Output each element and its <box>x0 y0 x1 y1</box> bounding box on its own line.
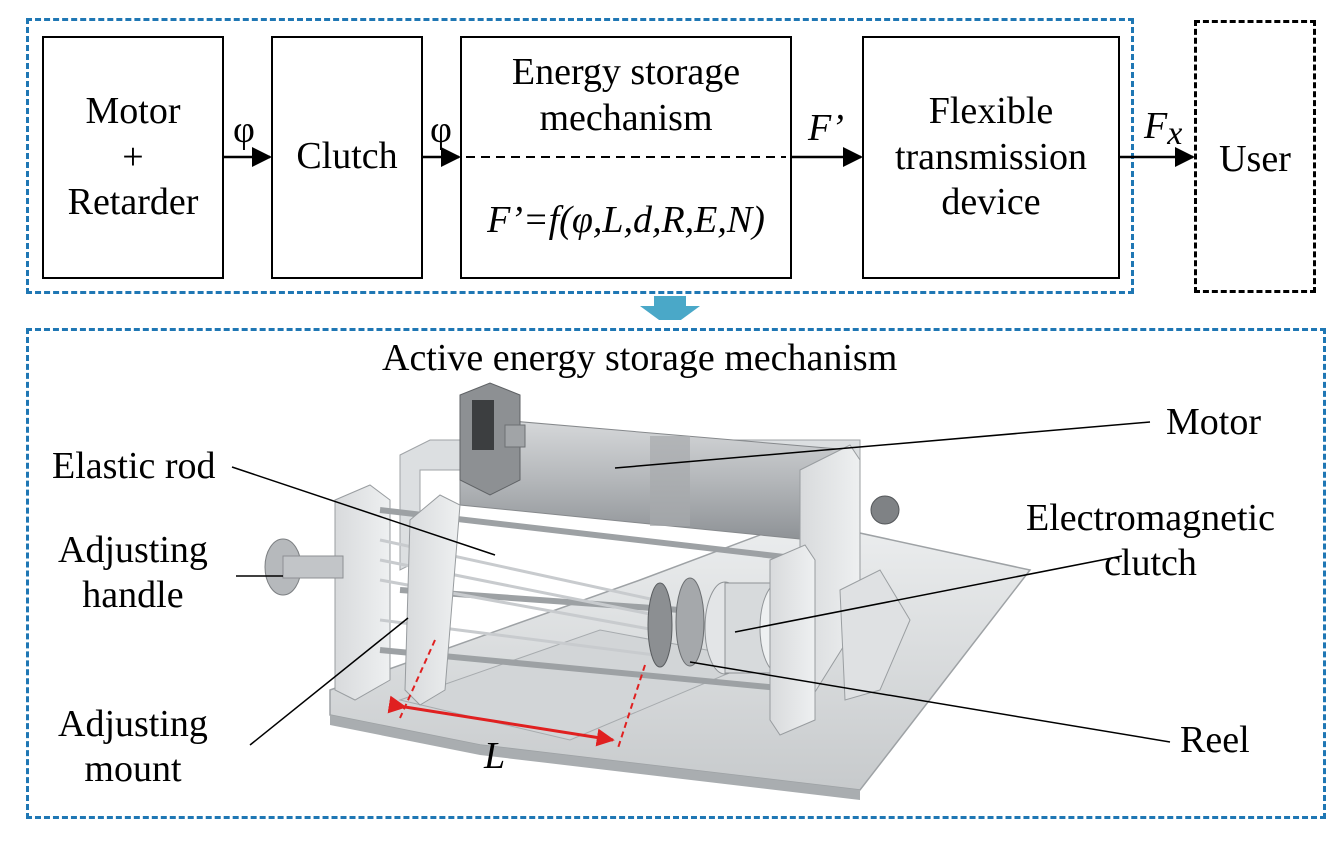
right-pulley <box>870 495 900 525</box>
motor-band <box>650 436 690 526</box>
reel-disc-2 <box>675 577 705 667</box>
fx-label: Fx <box>1144 104 1183 152</box>
detail-frame <box>26 328 1326 819</box>
flexible-line-3: device <box>941 181 1041 224</box>
motor-retarder-line-1: Motor <box>85 90 181 133</box>
adjusting-mount-plate <box>404 494 461 706</box>
adjusting-handle-line-2: handle <box>82 573 184 616</box>
f-prime-label: F’ <box>808 107 844 149</box>
handle-shaft <box>282 555 344 579</box>
label-adjusting-handle: Adjusting handle <box>58 528 208 618</box>
energy-storage-line-1: Energy storage <box>511 51 741 93</box>
electromagnetic-clutch-line-2: clutch <box>1104 541 1197 584</box>
middle-support <box>769 544 816 736</box>
dimension-right-ext <box>617 664 646 749</box>
reel-disc-1 <box>647 582 673 668</box>
energy-formula: F’=f(φ,L,d,R,E,N) <box>487 199 765 241</box>
energy-storage-line-2: mechanism <box>539 96 713 139</box>
phi-label-1: φ <box>233 109 255 151</box>
right-bracket <box>839 569 911 701</box>
clutch-box: Clutch <box>271 36 423 279</box>
label-length-l: L <box>484 735 506 777</box>
leader-lines <box>231 421 1171 746</box>
left-end-plate <box>334 484 391 701</box>
fx-main: F <box>1144 105 1168 147</box>
dimension-arrow <box>387 695 615 747</box>
adjusting-mount-line-2: mount <box>84 747 182 790</box>
flexible-transmission-box: Flexible transmission device <box>862 36 1120 279</box>
label-reel: Reel <box>1180 719 1250 761</box>
motor-retarder-line-3: Retarder <box>67 181 199 224</box>
adjusting-handle-line-1: Adjusting <box>58 529 208 571</box>
flexible-line-2: transmission <box>894 135 1088 178</box>
motor-bolt <box>504 424 526 448</box>
user-label: User <box>1219 138 1291 180</box>
motor-end-hole <box>472 400 494 450</box>
phi-label-2: φ <box>430 109 452 151</box>
flexible-line-1: Flexible <box>928 90 1054 133</box>
detail-title: Active energy storage mechanism <box>382 337 898 379</box>
label-motor: Motor <box>1166 401 1261 443</box>
clutch-label: Clutch <box>296 135 398 177</box>
label-elastic-rod: Elastic rod <box>52 445 216 487</box>
adjusting-mount-line-1: Adjusting <box>58 703 208 745</box>
motor-retarder-line-2: + <box>122 135 144 178</box>
label-adjusting-mount: Adjusting mount <box>58 702 208 792</box>
electromagnetic-clutch-line-1: Electromagnetic <box>1026 497 1275 539</box>
fx-subscript: x <box>1167 115 1183 152</box>
user-box: User <box>1194 20 1316 293</box>
motor-retarder-box: Motor + Retarder <box>42 36 224 279</box>
base-plate-edge <box>330 715 860 800</box>
label-electromagnetic-clutch: Electromagnetic clutch <box>1026 496 1275 586</box>
section-down-arrow <box>640 296 700 320</box>
flow-arrows <box>224 147 1195 320</box>
